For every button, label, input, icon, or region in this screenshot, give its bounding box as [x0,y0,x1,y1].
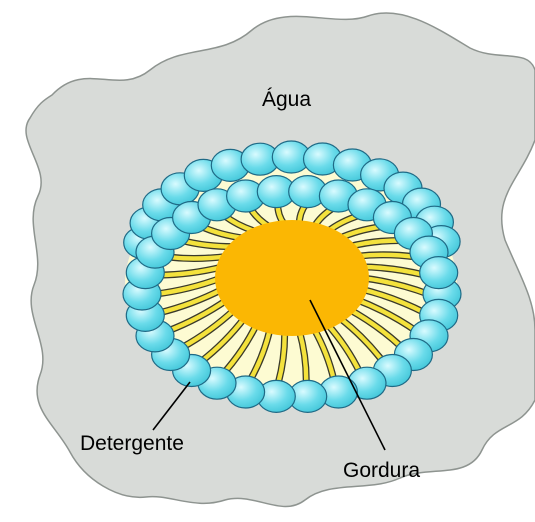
fat-label: Gordura [343,460,420,481]
water-label: Água [262,89,311,110]
hydrophobic-tail [168,256,228,258]
hydrophilic-head [420,257,458,289]
detergent-label: Detergente [80,433,184,454]
hydrophobic-tail [357,255,417,257]
fat-core [215,220,369,336]
